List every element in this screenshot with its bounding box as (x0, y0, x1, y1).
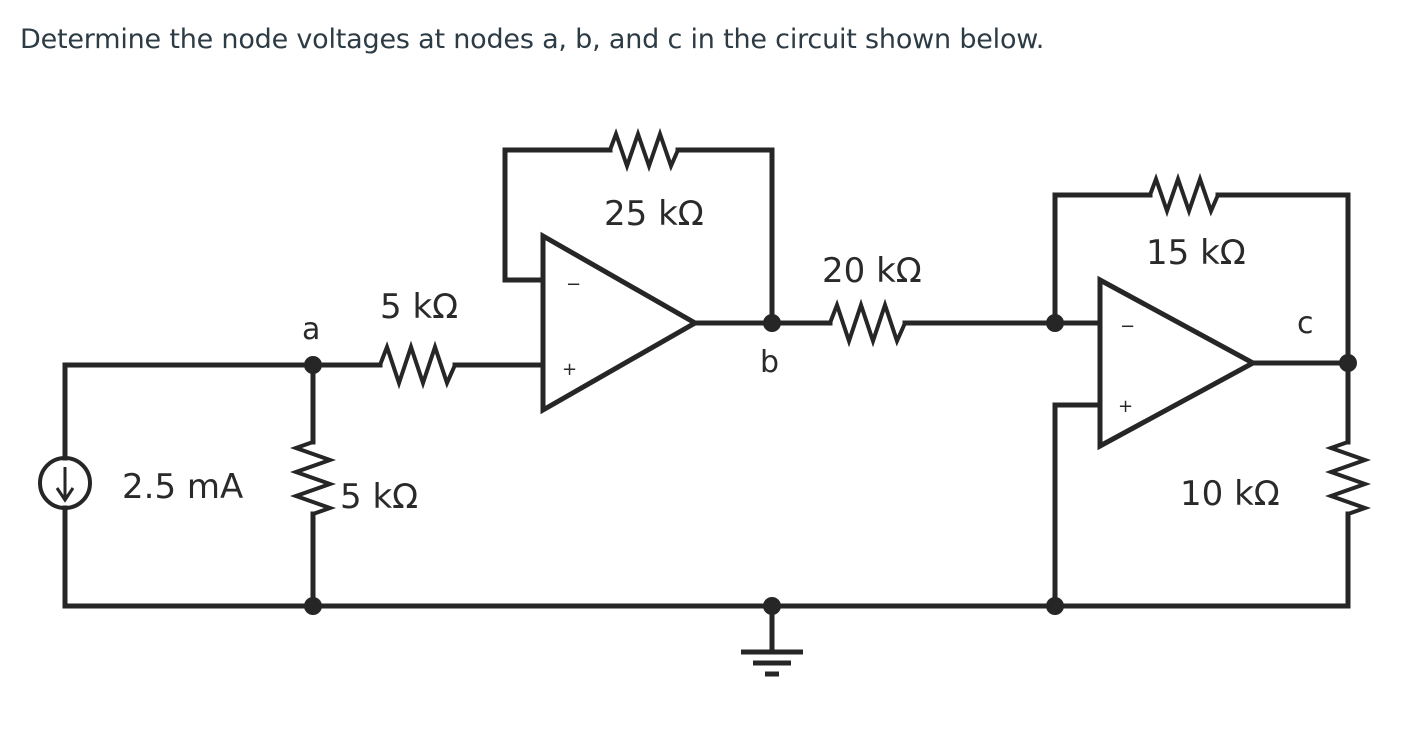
feedback-25k (502, 127, 775, 326)
node-b-label: b (760, 345, 779, 380)
r-a-gnd-label: 5 kΩ (340, 477, 418, 517)
opamp-1 (540, 231, 701, 415)
question-text: Determine the node voltages at nodes a, … (20, 24, 1045, 55)
r-b-in2-label: 20 kΩ (822, 251, 922, 291)
opamp1-plus: + (562, 359, 577, 380)
feedback-15k (1052, 172, 1351, 366)
resistor-5k-a-gnd (289, 362, 337, 609)
r-c-gnd-label: 10 kΩ (1180, 474, 1280, 514)
r-fb2-label: 15 kΩ (1146, 233, 1246, 273)
ground-symbol (741, 603, 803, 677)
wire-noninv2-gnd (1052, 402, 1103, 609)
opamp1-minus: − (566, 274, 581, 295)
r-fb1-label: 25 kΩ (604, 194, 704, 234)
opamp2-minus: − (1120, 316, 1135, 337)
source-label: 2.5 mA (122, 467, 243, 507)
resistor-5k-a-b (310, 340, 546, 390)
resistor-20k-b (769, 298, 1103, 348)
opamp-2 (1097, 275, 1259, 451)
ground-dot-left (304, 597, 322, 615)
node-a-label: a (302, 312, 320, 347)
ground-dot-right (1046, 597, 1064, 615)
current-source (38, 362, 92, 609)
resistor-10k-c-gnd (1324, 360, 1372, 609)
r-a-b-label: 5 kΩ (380, 287, 458, 327)
opamp2-plus: + (1118, 396, 1133, 417)
node-c-label: c (1297, 306, 1314, 341)
